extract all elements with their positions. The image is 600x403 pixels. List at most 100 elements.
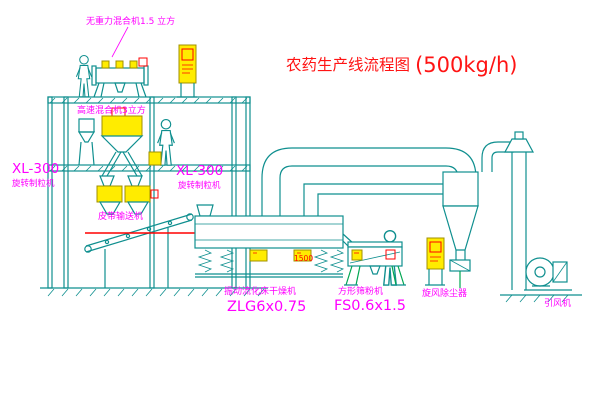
- dryer-inlet-hopper: [196, 204, 214, 217]
- dryer-base: [195, 273, 343, 278]
- label-belt-conveyor: 皮带输送机: [98, 210, 143, 222]
- fan-scroll: [525, 257, 555, 287]
- building-frame: [40, 96, 268, 297]
- floor-hatch: [49, 165, 248, 172]
- cyclone-separator: [442, 141, 514, 288]
- floor-hatch: [49, 97, 248, 104]
- cabinet-panel: [181, 48, 194, 61]
- rain-cap-top: [514, 131, 524, 140]
- ground-hatch-right: [505, 294, 569, 303]
- granulator-funnel: [127, 175, 143, 187]
- feed-hopper-stand: [77, 131, 96, 166]
- feed-hopper: [78, 118, 95, 133]
- label-top-mixer: 无重力混合机1.5 立方: [86, 15, 175, 27]
- vibration-motor: [293, 249, 312, 262]
- frame-column: [47, 96, 53, 289]
- exhaust-ducts: [261, 147, 477, 216]
- floor-box: [148, 151, 162, 166]
- belt-roller: [167, 220, 173, 226]
- label-granulator-left-name: 旋转制粒机: [12, 178, 55, 189]
- label-cyclone-name: 旋风除尘器: [422, 287, 467, 299]
- cyclone-discharge-pipe: [455, 250, 466, 260]
- sieve-motor: [351, 249, 363, 261]
- belt-roller: [104, 239, 110, 245]
- dryer-springs: [197, 249, 345, 273]
- square-sieve: [344, 241, 406, 286]
- cabinet-panel: [429, 241, 442, 253]
- sieve-screen: [349, 251, 401, 264]
- cabinet-markings: [430, 256, 441, 262]
- mixer-end-cap: [91, 65, 97, 86]
- drawing-title-text: 农药生产线流程图: [286, 56, 410, 74]
- belt-pulley: [84, 245, 92, 253]
- control-cabinet-lower: [425, 237, 445, 286]
- label-high-speed-mixer: 高速混合机3立方: [77, 104, 146, 116]
- belt: [85, 213, 193, 253]
- sieve-discharge: [369, 265, 381, 275]
- exhaust-stack: [503, 131, 535, 290]
- label-sieve-name: 方形筛粉机: [338, 285, 383, 297]
- mixer-body: [101, 115, 143, 137]
- y-chute: [101, 151, 143, 177]
- sieve-red-box: [385, 249, 396, 260]
- mixer-motor: [138, 57, 148, 67]
- label-dryer-model: ZLG6x0.75: [227, 299, 306, 315]
- cyclone-outlet-inner: [491, 151, 514, 172]
- second-duct-top: [303, 183, 443, 216]
- induced-draft-fan: [500, 257, 582, 303]
- belt-supports: [104, 227, 169, 288]
- cyclone-cone: [442, 205, 479, 251]
- cabinet-stand: [177, 83, 197, 98]
- mixer-nozzle: [115, 60, 124, 69]
- label-granulator-mid-name: 旋转制粒机: [178, 180, 221, 191]
- second-duct-bottom: [317, 193, 443, 216]
- worker-figure: [75, 54, 93, 98]
- frame-column: [245, 96, 251, 289]
- label-dryer-name: 振动流化床干燥机: [224, 285, 296, 297]
- stack-pipe: [511, 152, 527, 290]
- high-speed-mixer: [77, 107, 162, 177]
- sieve-cover: [347, 241, 403, 248]
- main-duct-inner: [279, 165, 459, 216]
- label-leader-line: [111, 26, 129, 58]
- labels: 无重力混合机1.5 立方 高速混合机3立方 XL-300 旋转制粒机 XL-30…: [12, 15, 571, 315]
- mixer-end-cap: [143, 65, 149, 86]
- label-granulator-left-model: XL-300: [12, 161, 59, 177]
- fan-hub: [534, 266, 546, 278]
- granulator-funnel: [99, 175, 115, 187]
- vibration-motor: [249, 249, 268, 262]
- cyclone-cylinder: [442, 171, 479, 207]
- frame-floor-top: [47, 96, 251, 104]
- granulator-cone: [98, 201, 122, 215]
- frame-column: [63, 96, 69, 289]
- cabinet-stand: [425, 269, 445, 286]
- fluid-bed-dryer: 1500: [194, 204, 355, 278]
- granulator-body: [124, 185, 151, 203]
- mixer-nozzle: [129, 60, 138, 69]
- dryer-body: [194, 215, 344, 249]
- drawing-title: 农药生产线流程图 (500kg/h): [286, 53, 517, 77]
- cabinet-body: [178, 44, 197, 84]
- mixer-cone: [100, 135, 144, 153]
- mixer-discharge: [114, 82, 126, 93]
- drawing-title-capacity: (500kg/h): [415, 53, 517, 77]
- rain-cap: [503, 138, 535, 153]
- belt-roller: [146, 226, 152, 232]
- frame-column: [231, 96, 237, 289]
- cyclone-outlet-outer: [481, 141, 514, 172]
- rotary-granulators: [96, 175, 159, 215]
- rotary-valve-diagonal: [449, 259, 471, 272]
- mixer-legs: [93, 82, 147, 98]
- granulator-cone: [126, 201, 150, 215]
- cabinet-markings: [182, 64, 193, 74]
- belt-pulley: [186, 213, 194, 221]
- dryer-note: 1500: [294, 254, 313, 263]
- label-granulator-mid-model: XL-300: [176, 163, 223, 179]
- granulator-motor: [150, 189, 159, 199]
- ground-hatch: [47, 288, 265, 297]
- mixer-body: [95, 67, 145, 84]
- granulator-body: [96, 185, 123, 203]
- fan-base: [524, 285, 572, 291]
